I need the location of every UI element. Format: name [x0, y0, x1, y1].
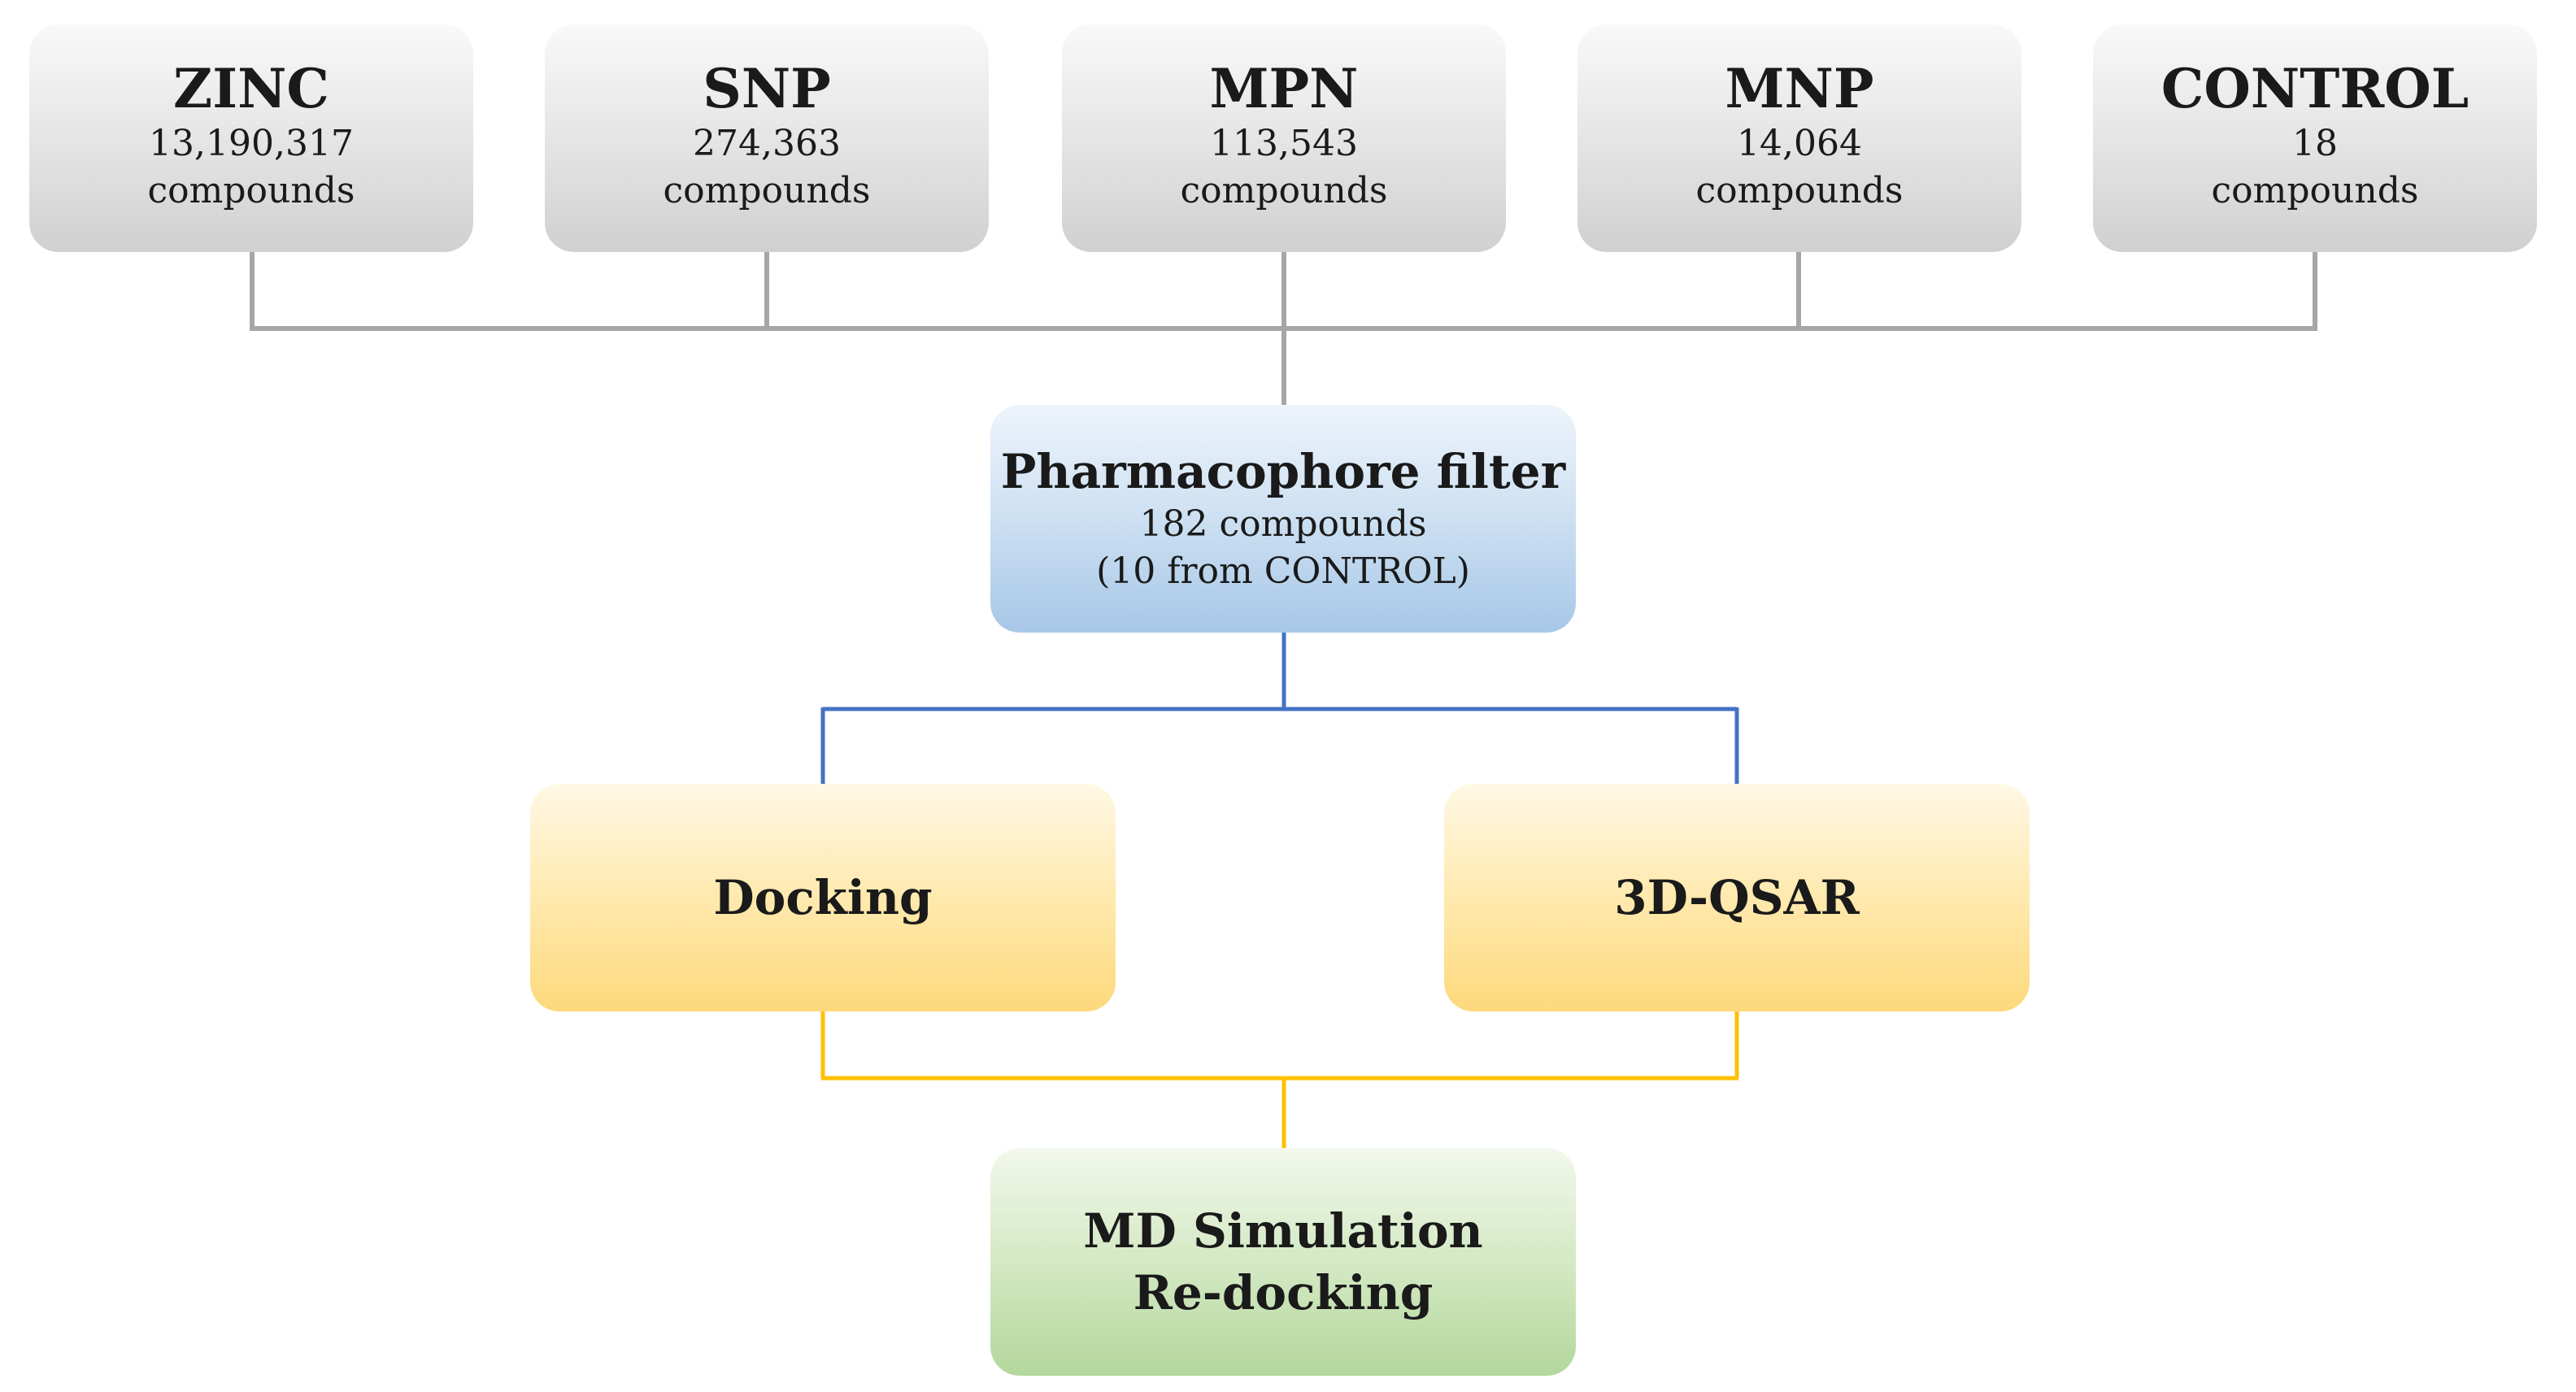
- md-simulation-title: MD Simulation: [1083, 1203, 1483, 1259]
- methods-to-final-connector: [820, 1011, 1739, 1148]
- source-to-pharmacophore-connector: [250, 252, 2317, 405]
- source-count: 18: [2292, 123, 2338, 164]
- qsar-title: 3D-QSAR: [1614, 870, 1860, 925]
- source-unit: compounds: [2211, 170, 2419, 211]
- source-box-mnp: MNP 14,064 compounds: [1577, 24, 2021, 252]
- source-box-control: CONTROL 18 compounds: [2093, 24, 2537, 252]
- source-title: MPN: [1209, 57, 1359, 120]
- source-count: 113,543: [1210, 123, 1358, 164]
- source-count: 274,363: [693, 123, 841, 164]
- source-title: SNP: [703, 57, 831, 120]
- source-unit: compounds: [1695, 170, 1904, 211]
- pharmacophore-to-methods-connector: [820, 633, 1739, 784]
- source-count: 14,064: [1737, 123, 1862, 164]
- pharmacophore-title: Pharmacophore filter: [1000, 444, 1566, 499]
- source-box-mpn: MPN 113,543 compounds: [1062, 24, 1506, 252]
- redocking-title: Re-docking: [1133, 1265, 1434, 1320]
- docking-title: Docking: [713, 870, 933, 925]
- source-unit: compounds: [147, 170, 355, 211]
- source-title: CONTROL: [2160, 57, 2469, 120]
- source-unit: compounds: [1180, 170, 1388, 211]
- source-title: ZINC: [173, 57, 329, 120]
- md-simulation-box: MD Simulation Re-docking: [990, 1148, 1576, 1376]
- pharmacophore-count: 182 compounds: [1139, 503, 1427, 545]
- source-unit: compounds: [663, 170, 871, 211]
- pharmacophore-filter-box: Pharmacophore filter 182 compounds (10 f…: [990, 405, 1576, 633]
- source-title: MNP: [1725, 57, 1874, 120]
- pharmacophore-note: (10 from CONTROL): [1096, 550, 1470, 592]
- docking-box: Docking: [530, 784, 1116, 1011]
- source-box-zinc: ZINC 13,190,317 compounds: [29, 24, 473, 252]
- qsar-box: 3D-QSAR: [1444, 784, 2030, 1011]
- source-count: 13,190,317: [149, 123, 354, 164]
- source-box-snp: SNP 274,363 compounds: [545, 24, 989, 252]
